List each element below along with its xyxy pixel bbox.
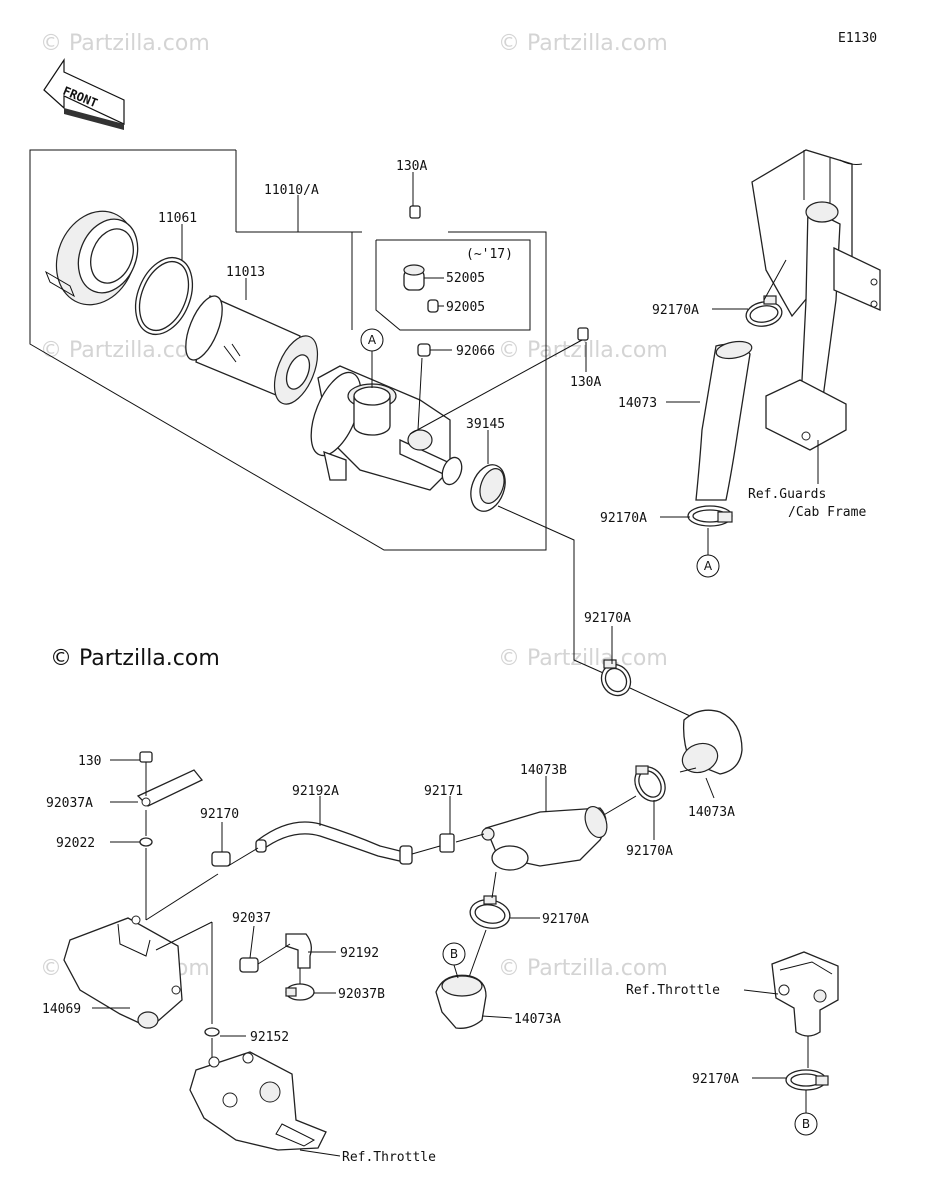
label-52005: 52005 (446, 271, 485, 286)
cab-frame-guard (751, 149, 881, 451)
clamp-92170A-c (634, 765, 666, 802)
bracket-14069 (63, 915, 183, 1029)
elbow-14073A-right (681, 709, 743, 775)
label-14069: 14069 (42, 1002, 81, 1017)
throttle-body-right (771, 951, 839, 1037)
label-92170: 92170 (200, 807, 239, 822)
clamp-92170 (211, 851, 231, 867)
label-92005: 92005 (446, 300, 485, 315)
label-11061: 11061 (158, 211, 197, 226)
brand-text: © Partzilla.com (50, 646, 220, 671)
front-arrow-icon: FRONT (43, 58, 125, 130)
label-92171: 92171 (424, 784, 463, 799)
clamp-92037 (239, 957, 259, 973)
label-14073A-bottom: 14073A (514, 1012, 561, 1027)
watermark-7: © Partzilla.com (498, 956, 668, 981)
air-cleaner-cap (44, 210, 139, 306)
air-cleaner-housing (310, 365, 463, 491)
bolt-130 (139, 751, 153, 776)
label-92192A: 92192A (292, 784, 339, 799)
svg-text:B: B (450, 947, 458, 961)
label-14073A-right: 14073A (688, 805, 735, 820)
label-39145: 39145 (466, 417, 505, 432)
watermark-3: © Partzilla.com (40, 338, 210, 363)
svg-text:A: A (704, 559, 713, 573)
label-92170A-r2: 92170A (600, 511, 647, 526)
watermark-1: © Partzilla.com (40, 31, 210, 56)
hose-14073 (695, 340, 753, 501)
washer-92022 (139, 837, 153, 847)
label-92037: 92037 (232, 911, 271, 926)
label-11013: 11013 (226, 265, 265, 280)
diagram-code: E1130 (838, 31, 877, 46)
label-92170A-d: 92170A (542, 912, 589, 927)
label-11010A: 11010/A (264, 183, 319, 198)
label-ref-throttle-bottom: Ref.Throttle (342, 1150, 436, 1165)
bracket-92037A (136, 769, 204, 807)
label-14073: 14073 (618, 396, 657, 411)
callout-b-right: B (794, 1112, 818, 1136)
elbow-92192 (285, 933, 312, 969)
svg-text:B: B (802, 1117, 810, 1131)
label-92037B: 92037B (338, 987, 385, 1002)
watermark-4: © Partzilla.com (498, 338, 668, 363)
leader-lines-left (110, 759, 219, 921)
label-ref-guards: Ref.Guards (748, 487, 826, 502)
watermark-2: © Partzilla.com (498, 31, 668, 56)
label-14073B: 14073B (520, 763, 567, 778)
watermark-5: © Partzilla.com (498, 646, 668, 671)
clamp-92037B (285, 983, 315, 1001)
throttle-body-left (189, 1051, 327, 1151)
label-92152: 92152 (250, 1030, 289, 1045)
callout-a-lower: A (696, 554, 720, 578)
label-130: 130 (78, 754, 101, 769)
clamp-92170A-upper (745, 295, 783, 327)
label-ref-throttle-right: Ref.Throttle (626, 983, 720, 998)
clamp-92170A-e (785, 1069, 829, 1091)
label-92066: 92066 (456, 344, 495, 359)
leader-lines-right (660, 259, 819, 556)
label-92170A-e: 92170A (692, 1072, 739, 1087)
label-130A-top: 130A (396, 159, 427, 174)
label-cab-frame: /Cab Frame (788, 505, 866, 520)
label-130A-mid: 130A (570, 375, 601, 390)
label-92170A-c: 92170A (626, 844, 673, 859)
clamp-92170A-d (469, 895, 511, 929)
label-until-17: (~'17) (466, 247, 513, 262)
label-92170A-mid: 92170A (584, 611, 631, 626)
duct-14073B (481, 805, 608, 871)
label-92192: 92192 (340, 946, 379, 961)
hose-92192A (255, 821, 413, 865)
leader-lines-top (181, 172, 611, 677)
air-filter-11013 (185, 295, 319, 405)
part-labels: 11010/A 130A 11061 11013 (~'17) 52005 92… (42, 159, 866, 1165)
clamp-92170A-lower-right (687, 505, 733, 527)
washer-92152 (204, 1027, 220, 1037)
sleeve-39145 (470, 464, 506, 512)
callout-b-left: B (442, 942, 466, 966)
small-parts-top (403, 205, 589, 357)
clip-92171 (439, 833, 455, 853)
label-92037A: 92037A (46, 796, 93, 811)
label-92022: 92022 (56, 836, 95, 851)
elbow-14073A-bottom (435, 974, 487, 1029)
svg-text:A: A (368, 333, 377, 347)
callout-a-upper: A (360, 328, 384, 352)
assembly-outline (29, 149, 547, 551)
label-92170A-r1: 92170A (652, 303, 699, 318)
clamp-92170A-mid (600, 659, 632, 697)
